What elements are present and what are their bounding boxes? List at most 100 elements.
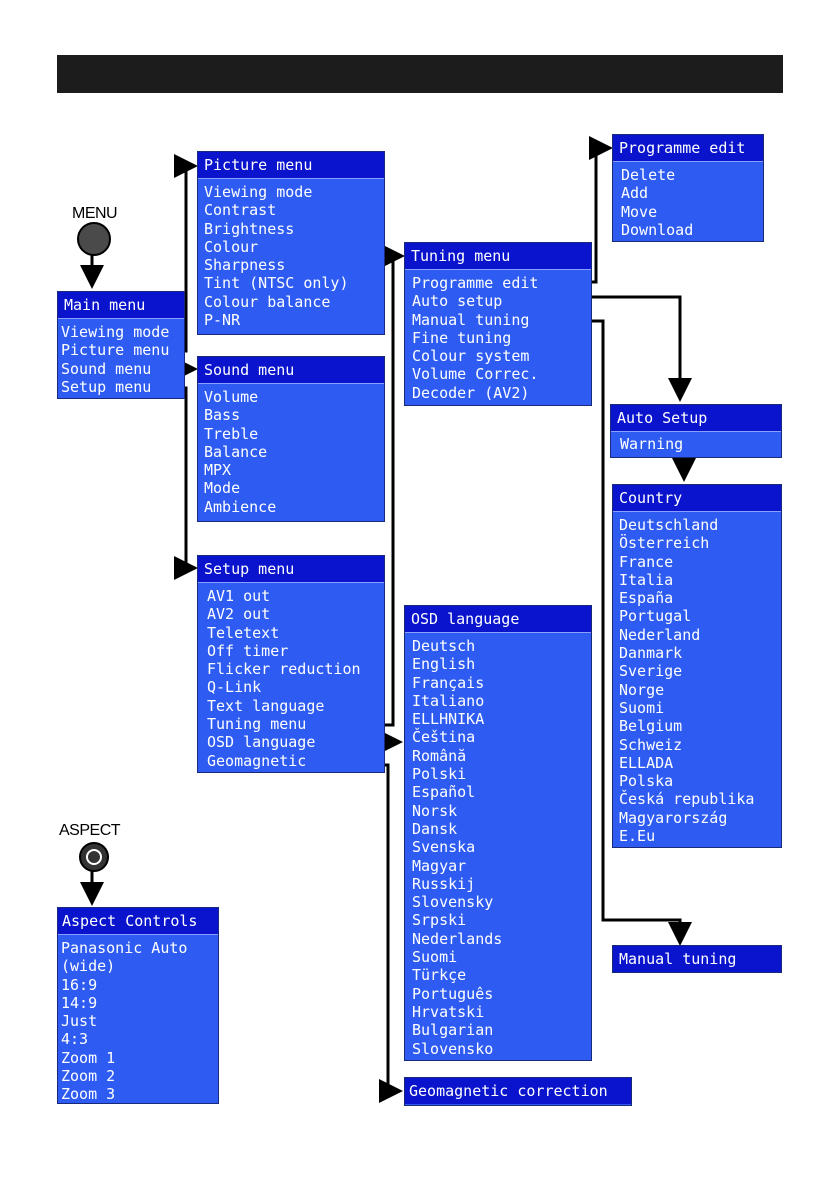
- country-item[interactable]: España: [619, 589, 674, 608]
- aspect-controls-menu: Aspect Controls Panasonic Auto (wide) 16…: [57, 907, 219, 1104]
- osd-language-item[interactable]: Español: [412, 783, 476, 802]
- manual-tuning-title[interactable]: Manual tuning: [613, 946, 781, 972]
- osd-language-item[interactable]: Slovensko: [412, 1039, 494, 1058]
- picture-menu-item[interactable]: Sharpness: [204, 256, 286, 275]
- tuning-menu-item-auto-setup[interactable]: Auto setup: [412, 292, 503, 311]
- picture-menu-item[interactable]: Tint (NTSC only): [204, 274, 349, 293]
- sound-menu-item[interactable]: Balance: [204, 442, 268, 461]
- osd-language-item[interactable]: Français: [412, 673, 485, 692]
- aspect-controls-item[interactable]: Just: [61, 1012, 98, 1031]
- tuning-menu-item-programme-edit[interactable]: Programme edit: [412, 274, 539, 292]
- osd-language-item[interactable]: Nederlands: [412, 929, 503, 948]
- country-item[interactable]: Nederland: [619, 625, 701, 644]
- aspect-controls-item[interactable]: Zoom 2: [61, 1067, 116, 1086]
- setup-menu-item[interactable]: AV1 out: [207, 587, 271, 605]
- country-item[interactable]: Suomi: [619, 698, 665, 717]
- country-item[interactable]: Česká republika: [619, 790, 755, 809]
- country-item[interactable]: Norge: [619, 680, 665, 699]
- osd-language-item[interactable]: Russkij: [412, 874, 476, 893]
- osd-language-item[interactable]: Srpski: [412, 911, 467, 930]
- setup-menu-item-osd-language[interactable]: OSD language: [207, 733, 316, 752]
- country-item[interactable]: Portugal: [619, 607, 692, 626]
- osd-language-item[interactable]: Suomi: [412, 948, 458, 967]
- aspect-button[interactable]: [79, 842, 109, 872]
- picture-menu-item[interactable]: Colour: [204, 237, 259, 256]
- osd-language-item[interactable]: Polski: [412, 765, 467, 784]
- country-item[interactable]: E.Eu: [619, 827, 656, 846]
- sound-menu-title: Sound menu: [198, 357, 384, 384]
- aspect-controls-item[interactable]: Zoom 3: [61, 1085, 116, 1104]
- country-item[interactable]: ELLADA: [619, 753, 674, 772]
- osd-language-item[interactable]: Română: [412, 746, 467, 765]
- geomagnetic-correction-title[interactable]: Geomagnetic correction: [405, 1078, 631, 1104]
- auto-setup-item-warning[interactable]: Warning: [620, 435, 684, 453]
- osd-language-item[interactable]: Deutsch: [412, 637, 476, 655]
- picture-menu-item[interactable]: Contrast: [204, 201, 277, 220]
- picture-menu-item[interactable]: P-NR: [204, 311, 241, 330]
- osd-language-menu: OSD language Deutsch English Français It…: [404, 605, 592, 1061]
- aspect-controls-item[interactable]: 16:9: [61, 975, 98, 994]
- picture-menu-item[interactable]: Viewing mode: [204, 183, 313, 201]
- country-item[interactable]: Danmark: [619, 644, 683, 663]
- country-item[interactable]: Italia: [619, 570, 674, 589]
- osd-language-item[interactable]: Hrvatski: [412, 1002, 485, 1021]
- osd-language-item[interactable]: ELLHNIKA: [412, 710, 485, 729]
- tuning-menu-item[interactable]: Colour system: [412, 347, 530, 366]
- sound-menu-item[interactable]: Mode: [204, 479, 241, 498]
- country-item[interactable]: Deutschland: [619, 516, 719, 534]
- main-menu-item-picture-menu[interactable]: Picture menu: [61, 341, 170, 360]
- osd-language-item[interactable]: Português: [412, 984, 494, 1003]
- sound-menu-item[interactable]: Volume: [204, 388, 259, 406]
- country-item[interactable]: Polska: [619, 772, 674, 791]
- country-title: Country: [613, 485, 781, 512]
- setup-menu-item[interactable]: Off timer: [207, 641, 289, 660]
- setup-menu-item-tuning-menu[interactable]: Tuning menu: [207, 715, 307, 734]
- menu-button[interactable]: [77, 222, 111, 256]
- tuning-menu-item[interactable]: Decoder (AV2): [412, 383, 530, 402]
- setup-menu-item[interactable]: Flicker reduction: [207, 660, 361, 679]
- osd-language-item[interactable]: English: [412, 655, 476, 674]
- picture-menu-item[interactable]: Brightness: [204, 219, 295, 238]
- country-item[interactable]: France: [619, 552, 674, 571]
- aspect-controls-title: Aspect Controls: [58, 908, 218, 935]
- picture-menu-item[interactable]: Colour balance: [204, 292, 331, 311]
- sound-menu-item[interactable]: Treble: [204, 424, 259, 443]
- country-item[interactable]: Belgium: [619, 717, 683, 736]
- setup-menu-item[interactable]: Text language: [207, 696, 325, 715]
- osd-language-item[interactable]: Italiano: [412, 691, 485, 710]
- osd-language-item[interactable]: Slovensky: [412, 893, 494, 912]
- country-item[interactable]: Österreich: [619, 534, 710, 553]
- aspect-controls-item[interactable]: Panasonic Auto: [61, 939, 188, 957]
- sound-menu-item[interactable]: MPX: [204, 461, 232, 480]
- tuning-menu-item[interactable]: Fine tuning: [412, 328, 512, 347]
- osd-language-item[interactable]: Svenska: [412, 838, 476, 857]
- aspect-controls-item[interactable]: 4:3: [61, 1030, 89, 1049]
- setup-menu-item[interactable]: Q-Link: [207, 678, 262, 697]
- aspect-controls-item[interactable]: Zoom 1: [61, 1048, 116, 1067]
- programme-edit-item[interactable]: Download: [621, 220, 694, 239]
- main-menu-item-setup-menu[interactable]: Setup menu: [61, 377, 152, 396]
- aspect-controls-item[interactable]: 14:9: [61, 993, 98, 1012]
- sound-menu-item[interactable]: Bass: [204, 406, 241, 425]
- country-item[interactable]: Sverige: [619, 662, 683, 681]
- programme-edit-item[interactable]: Add: [621, 184, 649, 203]
- osd-language-item[interactable]: Dansk: [412, 819, 458, 838]
- tuning-menu-item-manual-tuning[interactable]: Manual tuning: [412, 310, 530, 329]
- country-item[interactable]: Magyarország: [619, 808, 728, 827]
- main-menu-item-sound-menu[interactable]: Sound menu: [61, 359, 152, 378]
- osd-language-item[interactable]: Norsk: [412, 801, 458, 820]
- tuning-menu-item[interactable]: Volume Correc.: [412, 365, 539, 384]
- osd-language-item[interactable]: Türkçe: [412, 966, 467, 985]
- main-menu-item-viewing-mode[interactable]: Viewing mode: [61, 323, 170, 341]
- country-item[interactable]: Schweiz: [619, 735, 683, 754]
- setup-menu-item[interactable]: Teletext: [207, 623, 280, 642]
- setup-menu-item-geomagnetic[interactable]: Geomagnetic: [207, 751, 307, 770]
- aspect-controls-item[interactable]: (wide): [61, 957, 116, 976]
- osd-language-item[interactable]: Magyar: [412, 856, 467, 875]
- programme-edit-item[interactable]: Delete: [621, 166, 676, 184]
- sound-menu-item[interactable]: Ambience: [204, 497, 277, 516]
- setup-menu-item[interactable]: AV2 out: [207, 605, 271, 624]
- programme-edit-item[interactable]: Move: [621, 202, 658, 221]
- osd-language-item[interactable]: Čeština: [412, 728, 476, 747]
- osd-language-item[interactable]: Bulgarian: [412, 1021, 494, 1040]
